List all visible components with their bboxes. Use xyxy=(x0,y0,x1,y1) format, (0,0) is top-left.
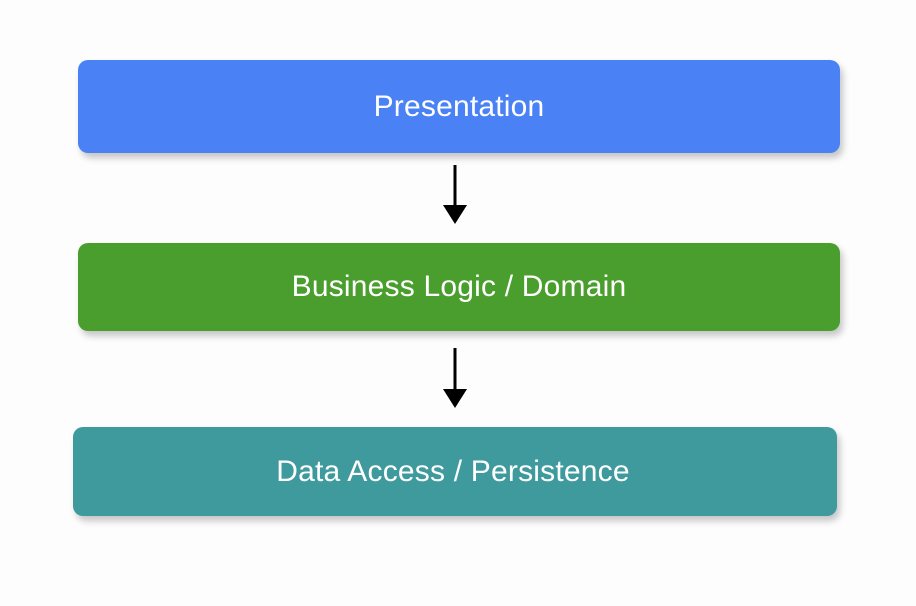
layer-label-presentation: Presentation xyxy=(373,89,545,123)
arrow-business-to-data-icon xyxy=(443,348,467,408)
layer-label-business-logic: Business Logic / Domain xyxy=(291,270,627,303)
layer-box-business-logic[interactable]: Business Logic / Domain xyxy=(78,243,840,331)
layer-box-presentation[interactable]: Presentation xyxy=(78,60,840,153)
layer-box-data-access[interactable]: Data Access / Persistence xyxy=(73,427,837,516)
arrow-presentation-to-business-icon xyxy=(443,165,467,224)
layer-label-data-access: Data Access / Persistence xyxy=(276,454,630,488)
